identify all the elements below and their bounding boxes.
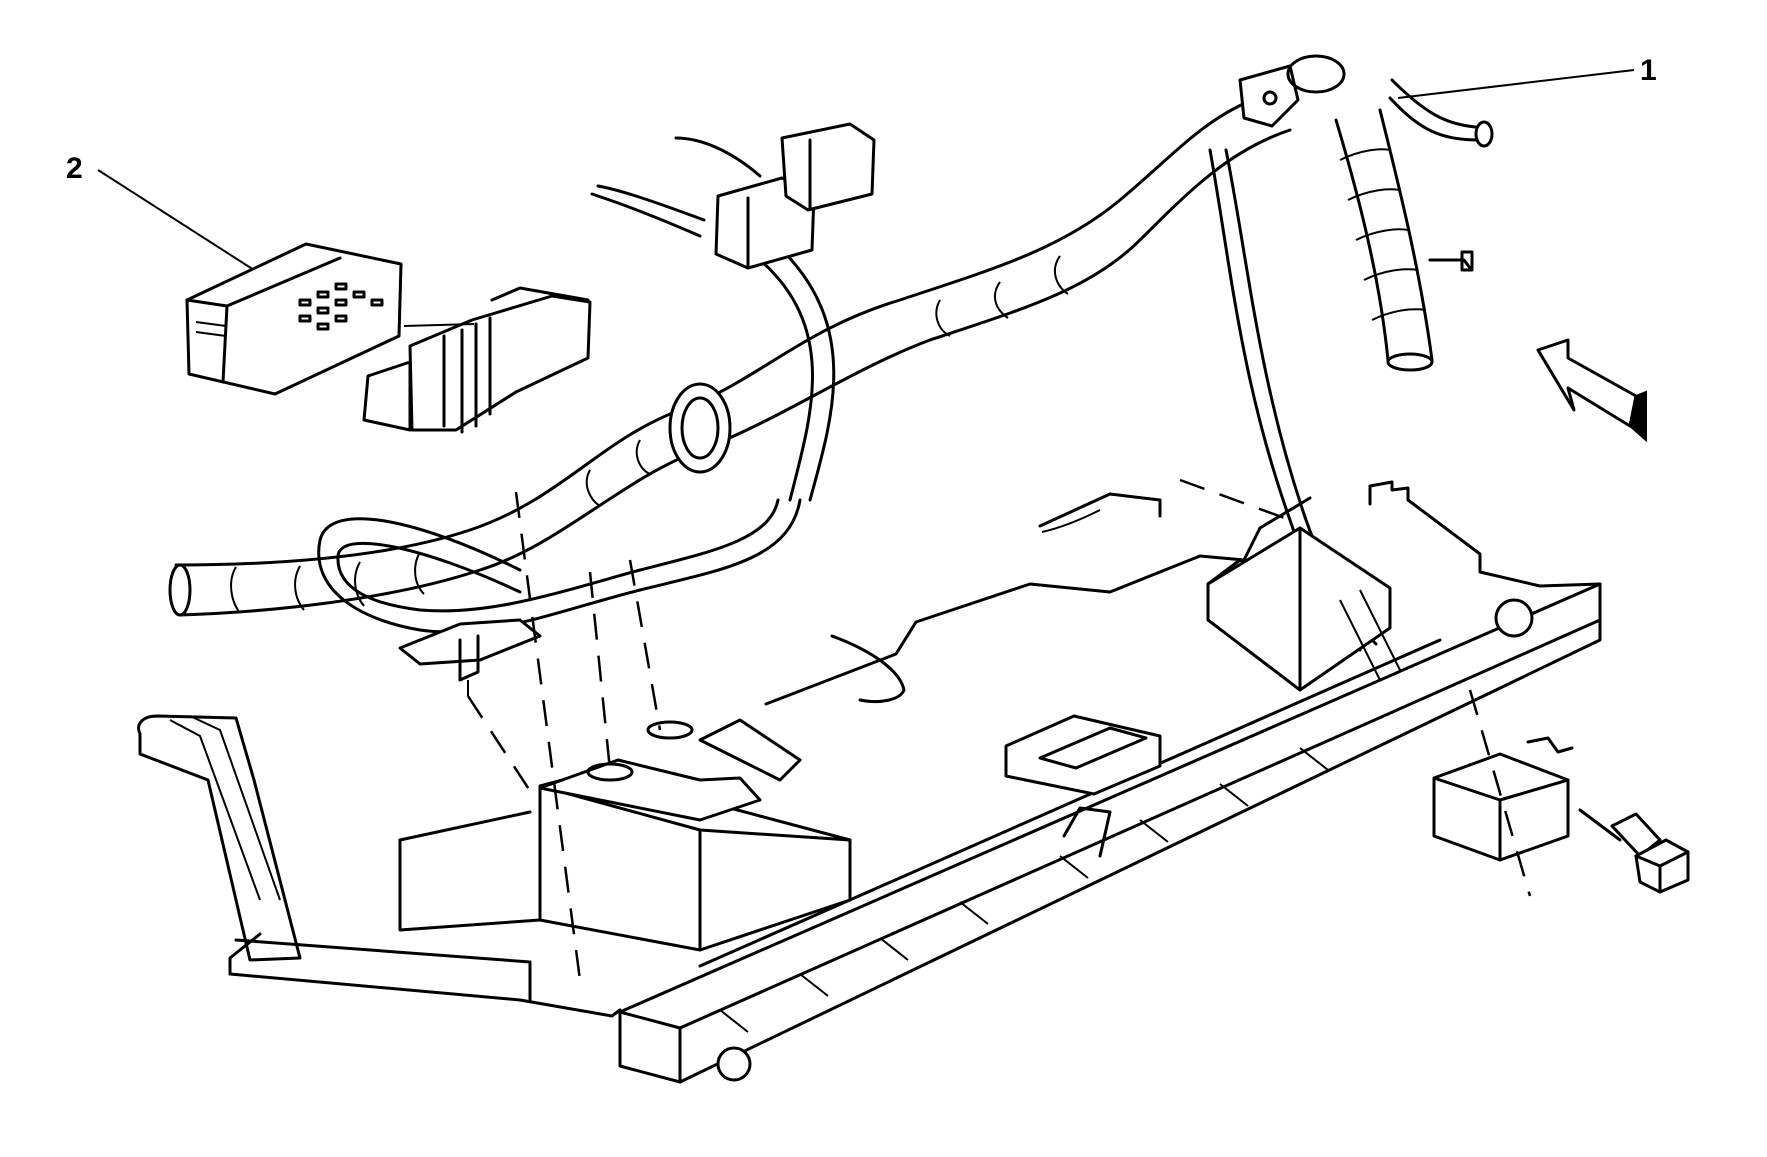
callout-1: 1 — [1397, 54, 1657, 99]
alignment-lines — [466, 478, 1532, 981]
mounting-bracket — [137, 480, 1602, 1084]
bracket-stud-left — [716, 1046, 752, 1082]
callout-2: 2 — [66, 152, 255, 271]
clip-left — [398, 618, 542, 666]
callout-2-leader — [97, 169, 255, 271]
callout-1-label: 1 — [1640, 54, 1657, 87]
bracket-stud-right — [1494, 598, 1534, 638]
branch-connector-a — [714, 176, 816, 270]
harness-connector — [362, 286, 592, 434]
harness-clip — [1238, 64, 1300, 128]
wiring-harness — [168, 54, 1494, 652]
view-direction-arrow-icon — [1536, 338, 1647, 443]
harness-grommet — [668, 382, 732, 474]
bolt-icon — [1578, 808, 1690, 894]
mounting-tab — [1432, 736, 1574, 862]
electronic-module — [185, 242, 403, 396]
branch-connector-b — [780, 122, 876, 212]
rail-window — [1004, 714, 1162, 796]
callout-1-leader — [1397, 69, 1635, 99]
module-pins — [298, 282, 384, 331]
callout-2-label: 2 — [66, 152, 83, 185]
